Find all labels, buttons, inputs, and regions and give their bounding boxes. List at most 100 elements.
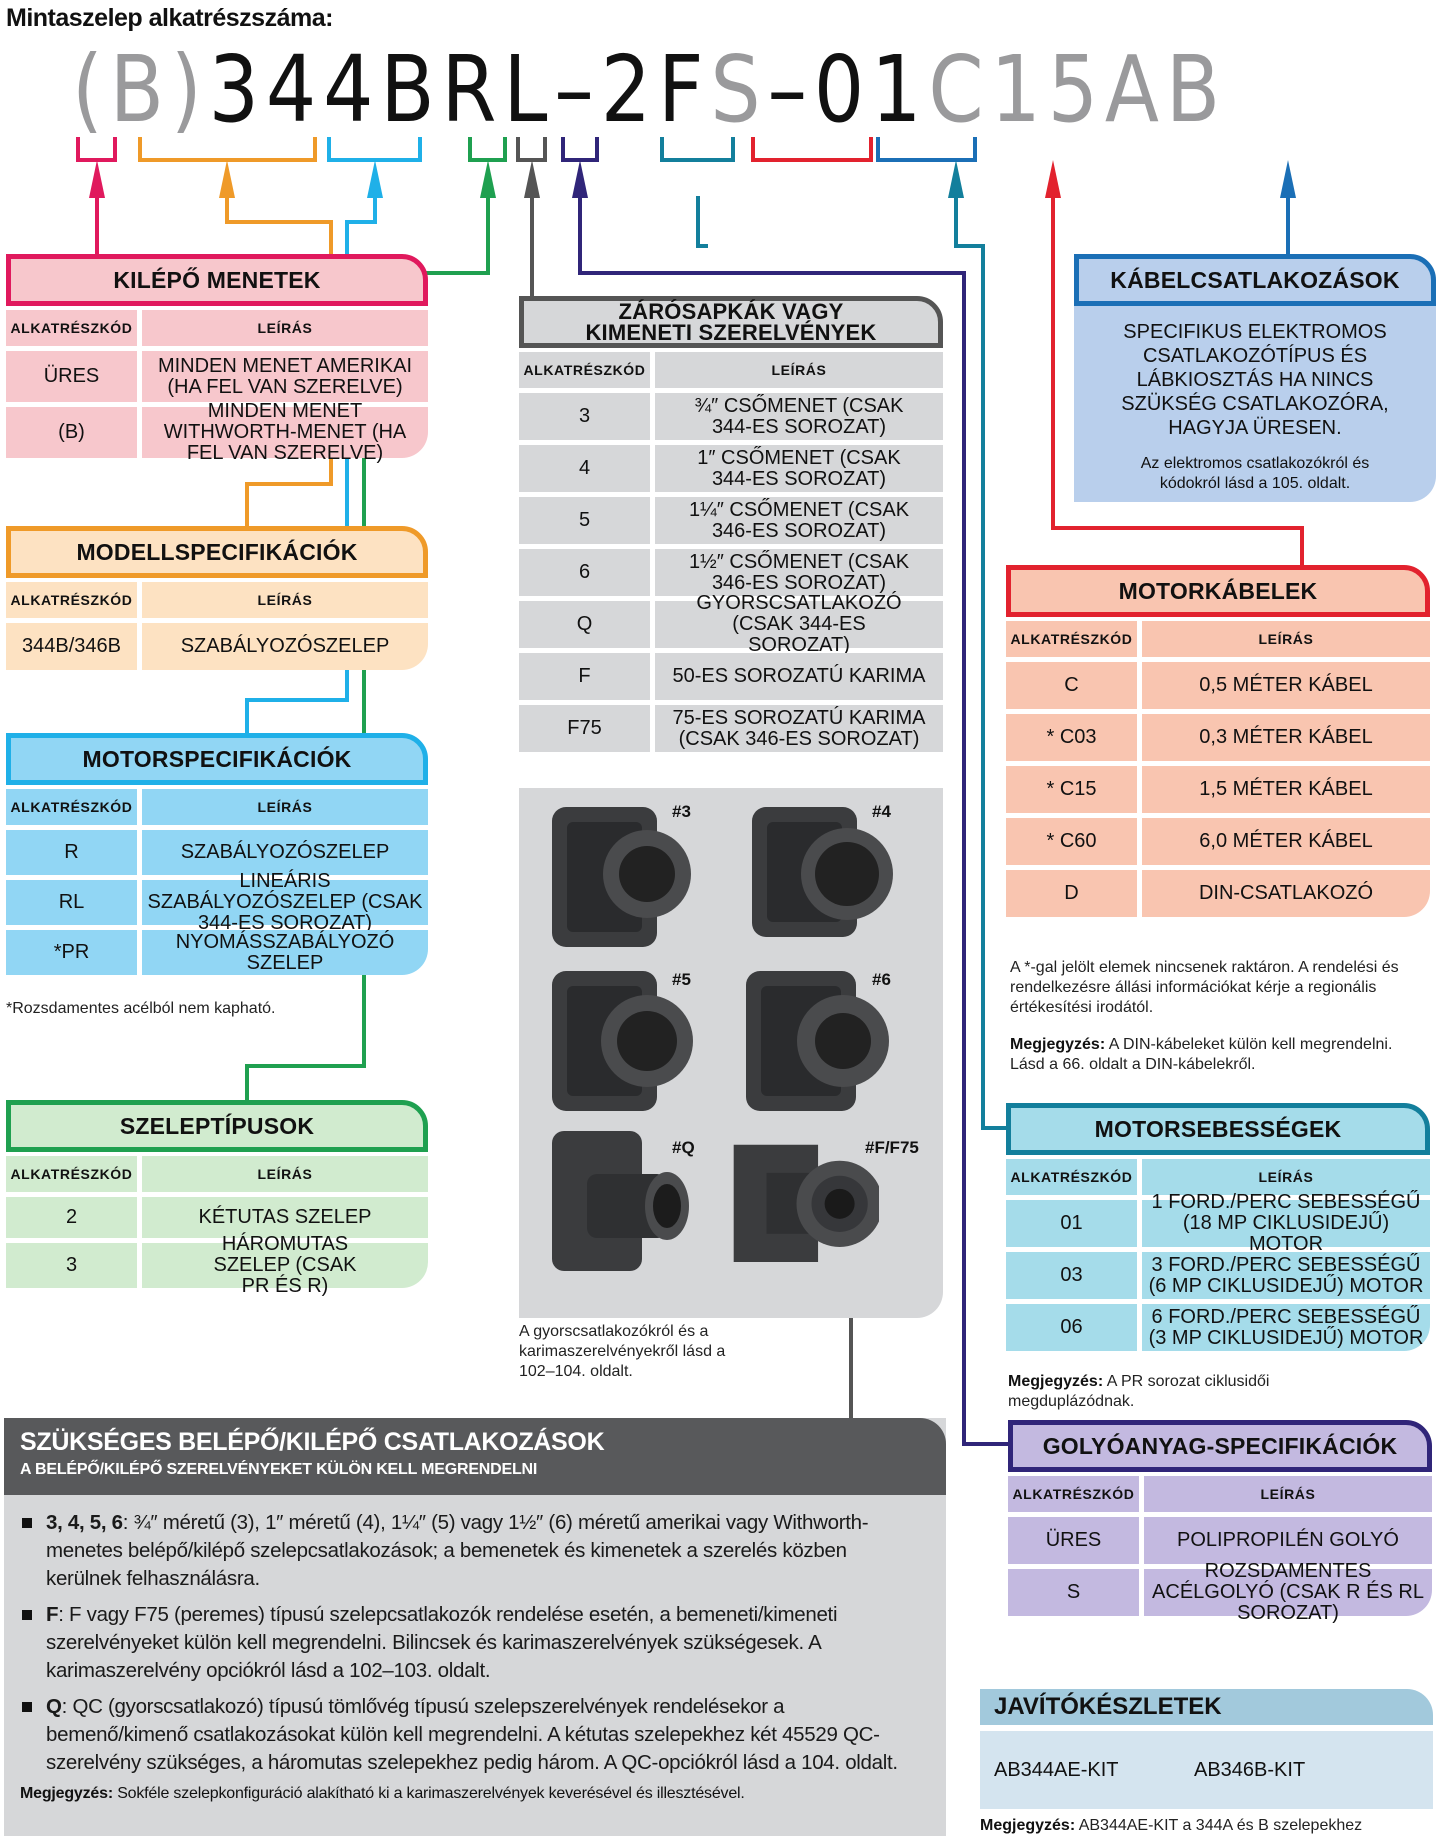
inlet-outlet-subtitle: A BELÉPŐ/KILÉPŐ SZERELVÉNYEKET KÜLÖN KEL… (20, 1461, 538, 1478)
pn-segment-outlet-threads: (B) (72, 36, 209, 143)
row-desc: 0,5 MÉTER KÁBEL (1142, 662, 1430, 709)
row-desc: 75-ES SOROZATÚ KARIMA (CSAK 346-ES SOROZ… (655, 705, 943, 752)
row-desc: 1,5 MÉTER KÁBEL (1142, 766, 1430, 813)
inlet-outlet-title: SZÜKSÉGES BELÉPŐ/KILÉPŐ CSATLAKOZÁSOK (20, 1428, 605, 1456)
col-header-code: ALKATRÉSZKÓD (1008, 1476, 1144, 1512)
row-code: F (519, 653, 655, 700)
row-code: S (1008, 1569, 1144, 1616)
motor-cables-note: A *-gal jelölt elemek nincsenek raktáron… (1010, 959, 1399, 1016)
note-label: Megjegyzés: (1010, 1036, 1106, 1053)
arrow-outlet-threads-icon (89, 160, 105, 198)
fitting-6-image (746, 971, 889, 1111)
row-code: 3 (519, 393, 655, 440)
arrow-cable-connectors-icon (1280, 160, 1296, 198)
arrow-motor-cables-icon (1045, 160, 1061, 198)
row-code: *PR (6, 930, 142, 975)
fitting-4-image (752, 807, 893, 937)
inlet-outlet-panel: SZÜKSÉGES BELÉPŐ/KILÉPŐ CSATLAKOZÁSOK A … (4, 1418, 946, 1836)
row-code: 4 (519, 445, 655, 492)
pn-dash: – (767, 36, 814, 143)
list-item: Q: QC (gyorscsatlakozó) típusú tömlővég … (20, 1693, 926, 1777)
row-desc: SZABÁLYOZÓSZELEP (142, 623, 428, 670)
row-desc: POLIPROPILÉN GOLYÓ (1144, 1517, 1432, 1564)
row-code: (B) (6, 407, 142, 458)
list-item: F: F vagy F75 (peremes) típusú szelepcsa… (20, 1601, 926, 1685)
col-header-code: ALKATRÉSZKÓD (6, 310, 142, 346)
row-code: C (1006, 662, 1142, 709)
motor-speeds-title: MOTORSEBESSÉGEK (1006, 1103, 1430, 1155)
pn-dash: – (554, 36, 601, 143)
fitting-4-label: #4 (872, 802, 891, 821)
repair-kits-box: JAVÍTÓKÉSZLETEK AB344AE-KIT AB346B-KIT (980, 1689, 1433, 1809)
row-code: * C60 (1006, 818, 1142, 865)
row-code: ÜRES (6, 351, 142, 402)
col-header-desc: LEÍRÁS (1144, 1476, 1432, 1512)
col-header-desc: LEÍRÁS (142, 789, 428, 825)
row-desc: HÁROMUTAS SZELEP (CSAK PR ÉS R) (142, 1234, 428, 1297)
arrow-model-icon (219, 160, 235, 198)
row-desc: 6 FORD./PERC SEBESSÉGŰ (3 MP CIKLUSIDEJŰ… (1142, 1304, 1430, 1351)
row-code: 344B/346B (6, 623, 142, 670)
col-header-code: ALKATRÉSZKÓD (519, 352, 655, 388)
row-code: * C15 (1006, 766, 1142, 813)
row-desc: MINDEN MENET AMERIKAI (HA FEL VAN SZEREL… (142, 351, 428, 402)
row-code: F75 (519, 705, 655, 752)
note-label: Megjegyzés: (20, 1785, 113, 1802)
row-desc: 0,3 MÉTER KÁBEL (1142, 714, 1430, 761)
note-text: A DIN-kábeleket külön kell megrendelni. … (1010, 1036, 1393, 1073)
col-header-desc: LEÍRÁS (142, 1156, 428, 1192)
row-desc: 1 FORD./PERC SEBESSÉGŰ (18 MP CIKLUSIDEJ… (1142, 1192, 1430, 1255)
connector-motor-speeds-line (954, 196, 1010, 1130)
col-header-code: ALKATRÉSZKÓD (6, 582, 142, 618)
row-desc: KÉTUTAS SZELEP (142, 1197, 428, 1238)
pn-segment-valve-type: 2 (600, 36, 658, 143)
note-text: Sokféle szelepkonfiguráció alakítható ki… (112, 1785, 745, 1802)
row-code: 3 (6, 1243, 142, 1288)
repair-kits-note: Megjegyzés: AB344AE-KIT a 344A és B szel… (980, 1816, 1440, 1836)
row-code: ÜRES (1008, 1517, 1144, 1564)
col-header-desc: LEÍRÁS (1142, 1159, 1430, 1195)
valve-types-title: SZELEPTÍPUSOK (6, 1100, 428, 1152)
pn-segment-cable-connector: AB (1104, 36, 1228, 143)
row-desc: ROZSDAMENTES ACÉLGOLYÓ (CSAK R ÉS RL SOR… (1144, 1561, 1432, 1624)
repair-kit-item: AB344AE-KIT (994, 1758, 1119, 1781)
row-code: D (1006, 870, 1142, 917)
pn-segment-motor: RL (441, 36, 555, 143)
motor-speeds-note: Megjegyzés: A PR sorozat ciklusidői megd… (1008, 1372, 1308, 1412)
row-desc: ¾″ CSŐMENET (CSAK 344-ES SOROZAT) (655, 393, 943, 440)
note-text: A PR sorozat ciklusidői megduplázódnak. (1008, 1373, 1270, 1410)
item-text: : F vagy F75 (peremes) típusú szelepcsat… (46, 1603, 838, 1682)
item-lead: Q (46, 1695, 62, 1718)
fitting-q-image (552, 1131, 689, 1271)
inlet-outlet-list: 3, 4, 5, 6: ¾″ méretű (3), 1″ méretű (4)… (4, 1495, 946, 1777)
fitting-3-image (552, 807, 691, 947)
fitting-6-label: #6 (872, 970, 891, 989)
cable-connectors-box: KÁBELCSATLAKOZÁSOK SPECIFIKUS ELEKTROMOS… (1074, 254, 1436, 502)
note-label: Megjegyzés: (980, 1817, 1076, 1834)
connector-outlet-threads (76, 137, 117, 256)
fitting-f-f75-label: #F/F75 (865, 1138, 919, 1157)
bullet-icon (22, 1518, 32, 1528)
row-desc: 1″ CSŐMENET (CSAK 344-ES SOROZAT) (655, 445, 943, 492)
row-desc: GYORSCSATLAKOZÓ (CSAK 344-ES SOROZAT) (655, 593, 943, 656)
end-caps-table: ZÁRÓSAPKÁK VAGY KIMENETI SZERELVÉNYEK AL… (519, 296, 943, 752)
table-row: (B)MINDEN MENET WITHWORTH-MENET (HA FEL … (6, 401, 428, 464)
arrow-motor-speeds-icon (948, 160, 964, 198)
